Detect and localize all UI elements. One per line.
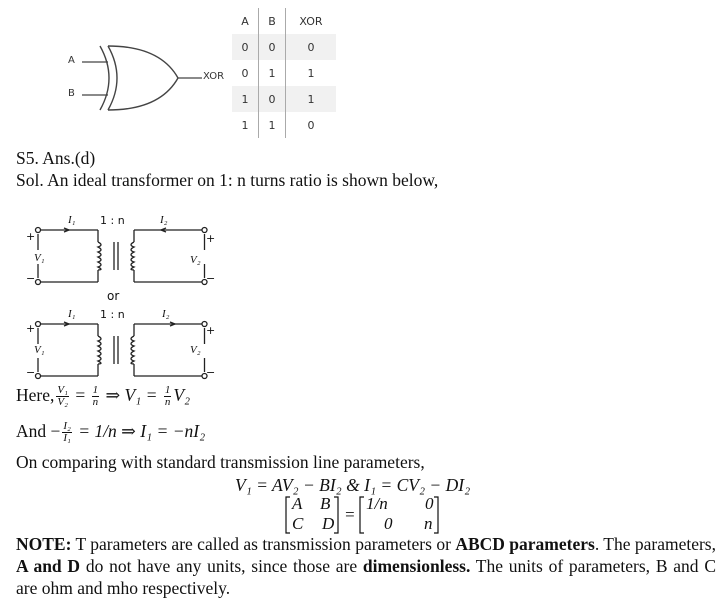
note-bold-abcd: ABCD parameters [455,534,595,554]
note-text-2: . The parameters, [594,534,716,554]
bottom-v1-minus: − [26,366,36,379]
table-cell: 1 [258,60,286,86]
col-b-header: B [258,8,286,34]
eq1-implies: ⇒ V₁ = [105,385,158,405]
solution-intro: Sol. An ideal transformer on 1: n turns … [16,170,439,190]
or-label: or [107,289,120,303]
eq1-num1: V₁ [56,384,69,398]
matrix-right-r1c1: 1/n [366,494,388,513]
eq2-num: I₂ [62,420,72,434]
table-row: 0 0 0 [232,34,336,60]
matrix-equals: = [344,505,356,524]
eq1-den2: n [92,396,99,409]
top-v2-plus: + [206,232,216,245]
top-v1-minus: − [26,272,36,285]
top-v2-label: V₂ [190,254,201,266]
transformer-circuit-drawing [34,226,208,380]
truth-table-wrap: A B XOR 0 0 0 0 1 1 1 0 1 1 1 0 [232,8,336,138]
matrix-left-r1c1: A [292,494,303,513]
xor-output-label: XOR [203,71,225,82]
note-bold-dimensionless: dimensionless. [362,556,471,576]
eq1-den3: n [164,396,171,409]
top-v2-minus: − [206,272,216,285]
matrix-left-r1c2: B [320,494,331,513]
bottom-v1-label: V₁ [34,344,45,356]
table-cell: 0 [307,40,315,54]
note-text-4: The units of parameters, B and C are ohm… [16,556,716,598]
xor-gate-symbol [82,45,202,111]
xor-input-a-label: A [68,55,75,66]
top-i1-label: I₁ [68,214,76,226]
transformer-diagram [28,212,228,384]
table-cell: 1 [307,92,315,106]
table-row: 0 1 1 [232,60,336,86]
xor-input-b-label: B [68,88,75,99]
matrix-left-r2c1: C [292,514,304,533]
eq1-tail: V₂ [173,385,191,405]
table-cell: 1 [232,112,259,138]
bottom-v2-label: V₂ [190,344,201,356]
eq1-equals: = [75,385,86,405]
matrix-right-r2c1: 0 [384,514,393,533]
table-cell: 0 [232,34,259,60]
equation-abcd: V₁ = AV₂ − BI₂ & I₁ = CV₂ − DI₂ [235,475,471,495]
bottom-i1-label: I₁ [68,308,76,320]
note-paragraph: NOTE: T parameters are called as transmi… [16,533,716,599]
table-cell: 1 [258,112,286,138]
table-cell: 1 [232,86,259,112]
bottom-v2-minus: − [206,366,216,379]
table-cell: 1 [307,66,315,80]
matrix-left-r2c2: D [322,514,335,533]
bottom-i2-label: I₂ [162,308,170,320]
truth-table: A B XOR 0 0 0 0 1 1 1 0 1 1 1 0 [232,8,336,138]
eq1-den1: V₂ [57,396,68,409]
table-cell: 0 [258,86,286,112]
col-xor-header: XOR [299,14,323,28]
matrix-right-r1c2: 0 [425,494,434,513]
top-ratio-label: 1 : n [100,214,125,227]
col-a-header: A [232,8,259,34]
comparing-text: On comparing with standard transmission … [16,452,425,472]
note-label: NOTE: [16,534,72,554]
xor-gate-figure [60,40,240,115]
truth-table-header: A B XOR [232,8,336,34]
table-cell: 0 [232,60,259,86]
table-row: 1 0 1 [232,86,336,112]
top-i2-label: I₂ [160,214,168,226]
table-cell: 0 [258,34,286,60]
note-text-3: do not have any units, since those are [80,556,363,576]
eq2-prefix: And − [16,421,61,441]
eq1-prefix: Here, [16,385,55,405]
top-v1-plus: + [26,230,36,243]
bottom-ratio-label: 1 : n [100,308,125,321]
eq2-den: I₁ [63,432,71,445]
eq1-num3: 1 [163,384,172,398]
eq1-num2: 1 [91,384,100,398]
bottom-v1-plus: + [26,322,36,335]
table-row: 1 1 0 [232,112,336,138]
bottom-v2-plus: + [206,324,216,337]
table-cell: 0 [307,118,315,132]
eq2-tail: = 1/n ⇒ I₁ = −nI₂ [78,421,206,441]
top-v1-label: V₁ [34,252,45,264]
matrix-equation [284,495,444,535]
note-bold-a-and-d: A and D [16,556,81,576]
matrix-right-r2c2: n [424,514,433,533]
note-text-1: T parameters are called as transmission … [71,534,456,554]
matrix-brackets [285,496,439,534]
answer-line: S5. Ans.(d) [16,148,96,168]
